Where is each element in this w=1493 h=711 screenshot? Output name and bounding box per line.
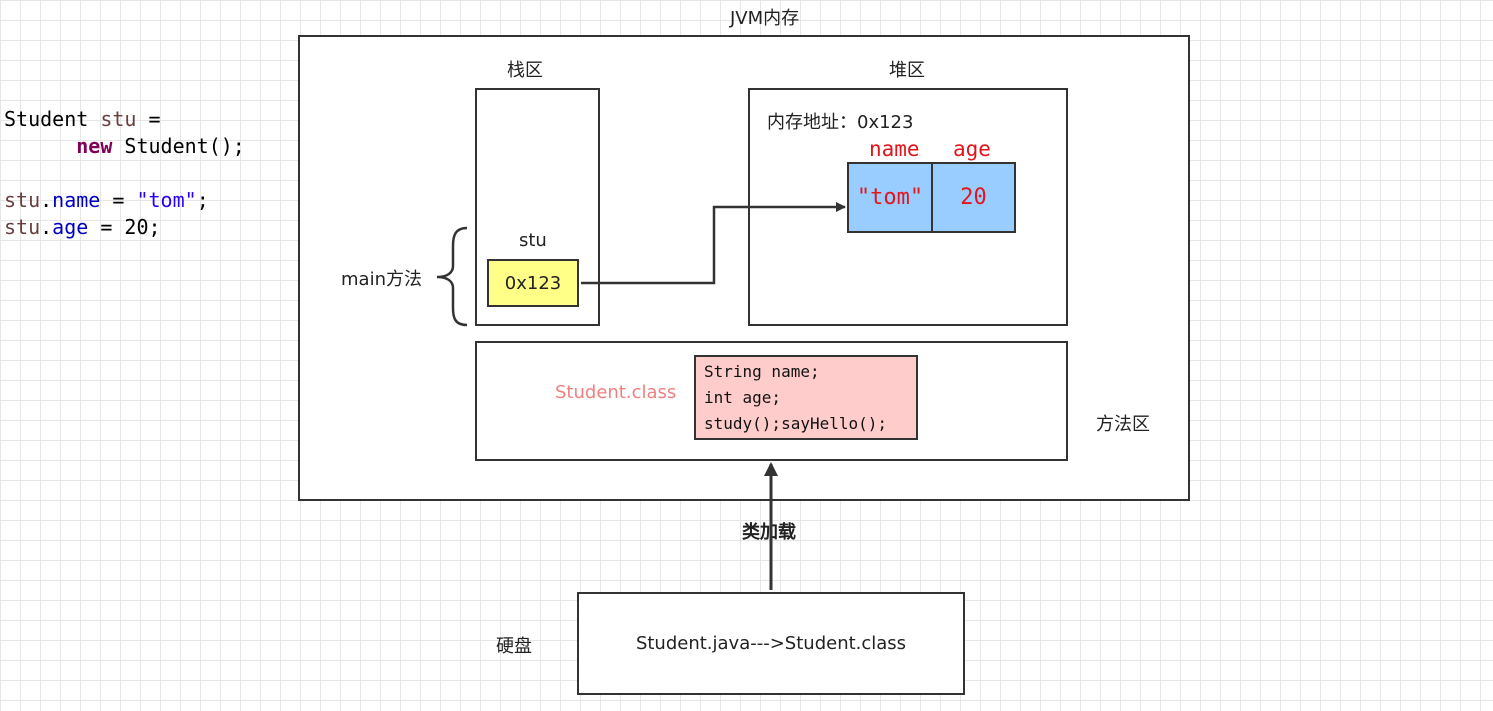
method-area-title: 方法区 bbox=[1096, 414, 1150, 435]
class-name: Student.class bbox=[555, 382, 677, 403]
code-var: stu bbox=[4, 188, 41, 212]
code-snippet: Student stu = new Student(); stu.name = … bbox=[4, 106, 245, 241]
stack-title: 栈区 bbox=[507, 60, 543, 81]
member-field-name: String name; bbox=[704, 362, 820, 381]
code-field-age: age bbox=[52, 215, 89, 239]
code-dot: . bbox=[40, 215, 53, 239]
reference-arrow bbox=[581, 202, 846, 285]
code-assign-age: = 20; bbox=[88, 215, 161, 239]
code-constructor: Student(); bbox=[112, 134, 245, 158]
main-method-brace bbox=[436, 226, 468, 327]
code-var: stu bbox=[100, 107, 137, 131]
code-semicolon: ; bbox=[196, 188, 209, 212]
main-method-label: main方法 bbox=[341, 269, 422, 290]
stack-var-label: stu bbox=[519, 230, 547, 251]
code-string: "tom" bbox=[136, 188, 197, 212]
member-field-age: int age; bbox=[704, 388, 782, 407]
field-header-age: age bbox=[953, 137, 991, 161]
heap-address: 内存地址：0x123 bbox=[767, 112, 914, 133]
disk-box: Student.java--->Student.class bbox=[577, 592, 965, 695]
jvm-title: JVM内存 bbox=[730, 8, 800, 29]
class-members: String name; int age; study();sayHello(); bbox=[694, 355, 918, 440]
class-loading-label: 类加载 bbox=[742, 522, 796, 543]
code-keyword-new: new bbox=[76, 134, 113, 158]
code-field-name: name bbox=[52, 188, 101, 212]
code-eq: = bbox=[136, 107, 161, 131]
code-var: stu bbox=[4, 215, 41, 239]
disk-title: 硬盘 bbox=[496, 636, 532, 657]
stack-ref-cell: 0x123 bbox=[487, 259, 579, 307]
disk-file-text: Student.java--->Student.class bbox=[635, 633, 907, 654]
code-dot: . bbox=[40, 188, 53, 212]
field-header-name: name bbox=[869, 137, 920, 161]
code-type: Student bbox=[4, 107, 89, 131]
field-value-age: 20 bbox=[931, 162, 1016, 233]
heap-title: 堆区 bbox=[889, 60, 925, 81]
code-eq: = bbox=[100, 188, 137, 212]
field-value-name: "tom" bbox=[847, 162, 933, 233]
member-methods: study();sayHello(); bbox=[704, 414, 888, 433]
